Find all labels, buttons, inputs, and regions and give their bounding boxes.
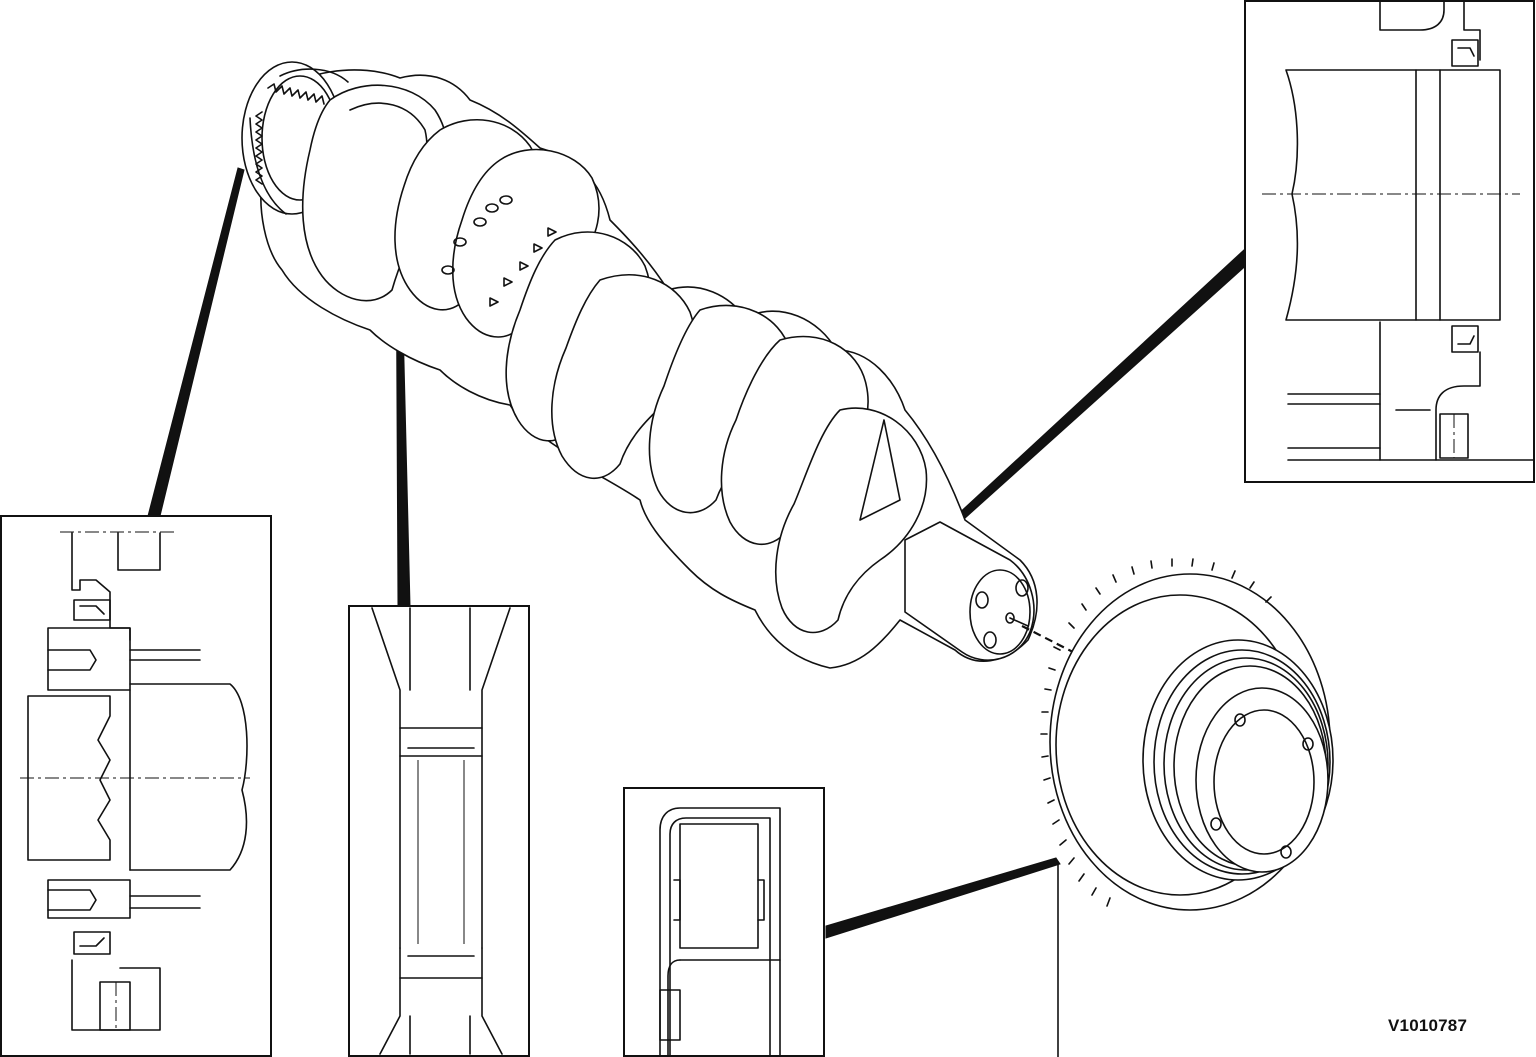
leader-lines — [147, 167, 1251, 1057]
web-7 — [774, 407, 928, 634]
nose-face — [969, 569, 1031, 655]
detail-frame-2 — [348, 605, 530, 1057]
detail-front-seal — [1244, 0, 1535, 483]
bearing-section-icon — [371, 607, 511, 1055]
gear-teeth — [255, 83, 325, 185]
detail-damper-section — [623, 787, 825, 1057]
leader-pulley-to-section — [825, 857, 1061, 939]
detail-frame-1 — [0, 515, 272, 1057]
damper-section-icon — [659, 807, 781, 1057]
detail-frame-4 — [1244, 0, 1535, 483]
figure-reference-code: V1010787 — [1388, 1016, 1468, 1035]
detail-rear-seal — [0, 515, 272, 1057]
detail-main-bearing — [348, 605, 530, 1057]
leader-nose-to-front-seal — [929, 247, 1251, 547]
seal-section-icon — [1262, 1, 1535, 461]
web-1 — [301, 84, 449, 302]
pulley-hub — [1195, 687, 1329, 873]
pulley-icon — [1040, 558, 1334, 911]
crankshaft — [241, 61, 1038, 669]
bearing-arrow-marks — [441, 195, 557, 307]
leader-gear-to-rear-seal — [147, 167, 245, 517]
trigger-teeth — [1040, 558, 1272, 907]
seal-section-icon — [20, 531, 250, 1031]
detail-frame-3 — [623, 787, 825, 1057]
web-4 — [551, 274, 696, 479]
